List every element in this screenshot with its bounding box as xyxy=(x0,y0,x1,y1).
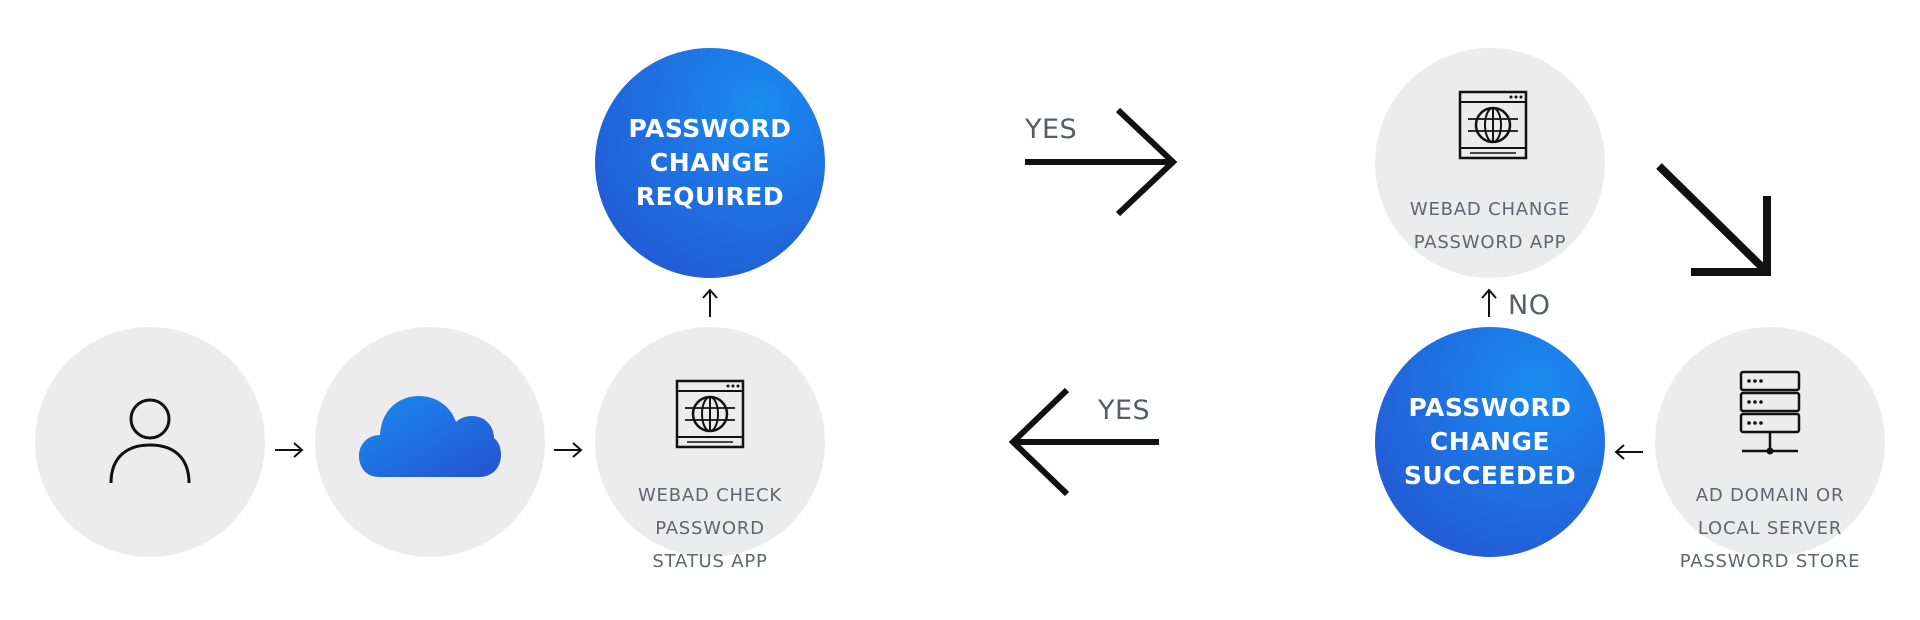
change-password-app-label: WEBAD CHANGE PASSWORD APP xyxy=(1409,199,1571,253)
password-change-required-label: PASSWORD CHANGE REQUIRED xyxy=(628,114,792,211)
server-icon xyxy=(1739,370,1801,455)
user-node xyxy=(35,327,265,557)
arrow-up-icon xyxy=(1481,288,1497,317)
password-change-succeeded-node: PASSWORD CHANGE SUCCEEDED xyxy=(1375,327,1605,557)
no-label: NO xyxy=(1508,290,1551,321)
browser-globe-icon xyxy=(675,379,745,449)
browser-globe-icon xyxy=(1458,90,1528,160)
arrow-up-icon xyxy=(702,288,718,317)
cloud-icon xyxy=(359,396,501,477)
check-password-status-node: WEBAD CHECK PASSWORD STATUS APP xyxy=(595,327,825,572)
password-change-required-node: PASSWORD CHANGE REQUIRED xyxy=(595,48,825,278)
password-store-label: AD DOMAIN OR LOCAL SERVER PASSWORD STORE xyxy=(1679,485,1861,572)
password-change-succeeded-label: PASSWORD CHANGE SUCCEEDED xyxy=(1403,393,1577,490)
big-arrow-left-icon xyxy=(1008,387,1159,497)
big-arrow-right-icon xyxy=(1025,107,1178,217)
check-password-status-label: WEBAD CHECK PASSWORD STATUS APP xyxy=(637,485,783,572)
arrow-right-icon xyxy=(554,442,583,458)
change-password-app-node: WEBAD CHANGE PASSWORD APP xyxy=(1375,48,1605,278)
cloud-node xyxy=(315,327,545,557)
arrow-left-icon xyxy=(1614,444,1643,460)
big-arrow-down-right-icon xyxy=(1656,163,1771,276)
yes-label-top: YES xyxy=(1025,114,1078,145)
user-icon xyxy=(109,398,191,484)
yes-label-bottom: YES xyxy=(1098,395,1151,426)
password-store-node: AD DOMAIN OR LOCAL SERVER PASSWORD STORE xyxy=(1655,327,1885,572)
arrow-right-icon xyxy=(275,442,304,458)
